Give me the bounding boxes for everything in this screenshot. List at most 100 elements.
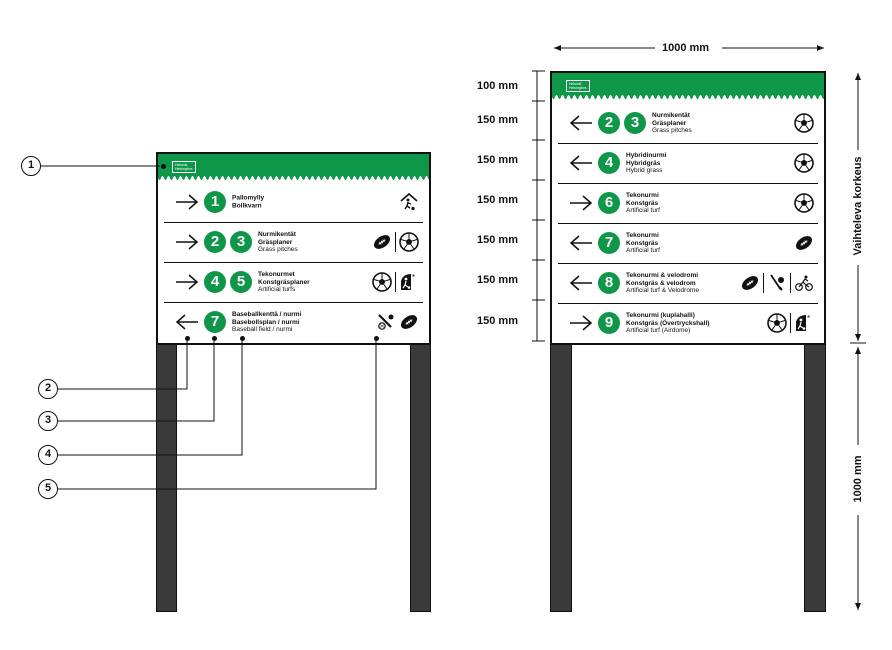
destination-line: Artificial turf bbox=[626, 206, 660, 214]
destination-line: Hybridinurmi bbox=[626, 151, 667, 159]
american-football-icon bbox=[399, 312, 419, 332]
airdome-football-icon: * bbox=[399, 272, 419, 292]
destination-line: Artificial turf bbox=[626, 246, 660, 254]
left-arrow-icon bbox=[569, 275, 592, 291]
destination-number: 7 bbox=[204, 311, 226, 333]
callout-2-dot bbox=[185, 336, 190, 341]
destination-line: Konstgräsplaner bbox=[258, 278, 310, 286]
icon-separator bbox=[763, 273, 764, 293]
row-height-label: 150 mm bbox=[477, 114, 518, 126]
left-arrow-icon bbox=[175, 314, 198, 330]
callout-5-dot bbox=[374, 336, 379, 341]
destination-number: 6 bbox=[598, 192, 620, 214]
destination-line: Tekonurmi bbox=[626, 191, 659, 199]
right-arrow-icon bbox=[176, 274, 199, 290]
destination-line: Tekonurmi & velodromi bbox=[626, 271, 699, 279]
row-height-label: 100 mm bbox=[477, 80, 518, 92]
destination-number: 4 bbox=[204, 271, 226, 293]
wave-edge bbox=[552, 93, 824, 99]
american-football-icon bbox=[740, 273, 760, 293]
icon-separator bbox=[395, 232, 396, 252]
sport-icons bbox=[376, 312, 419, 332]
row-height-label: 150 mm bbox=[477, 154, 518, 166]
right-arrow-icon bbox=[570, 315, 593, 331]
destination-number: 3 bbox=[230, 231, 252, 253]
row-height-label: 150 mm bbox=[477, 194, 518, 206]
destination-line: Basebollsplan / nurmi bbox=[232, 318, 300, 326]
header-band bbox=[552, 73, 824, 99]
row-height-label: 150 mm bbox=[477, 315, 518, 327]
destination-line: Gräsplaner bbox=[258, 238, 293, 246]
american-football-icon bbox=[372, 232, 392, 252]
wave-edge bbox=[158, 174, 429, 180]
width-dimension-label: 1000 mm bbox=[662, 42, 710, 54]
soccer-ball-icon bbox=[399, 232, 419, 252]
header-band bbox=[158, 154, 429, 180]
destination-line: Grass pitches bbox=[652, 126, 692, 134]
hockey-icon bbox=[767, 273, 787, 293]
left-arrow-icon bbox=[569, 235, 592, 251]
sport-icons bbox=[372, 232, 419, 252]
destination-text: Tekonurmi (kuplahalli)Konstgräs (Övertry… bbox=[626, 312, 709, 335]
destination-line: Grass pitches bbox=[258, 245, 298, 253]
destination-line: Konstgräs bbox=[626, 199, 659, 207]
destination-number: 5 bbox=[230, 271, 252, 293]
right-arrow-icon bbox=[176, 234, 199, 250]
soccer-ball-icon bbox=[372, 272, 392, 292]
sport-icons bbox=[794, 113, 814, 133]
callout-2: 2 bbox=[38, 379, 58, 399]
destination-number: 3 bbox=[624, 112, 646, 134]
callout-1: 1 bbox=[21, 156, 41, 176]
left-arrow-icon bbox=[569, 155, 592, 171]
destination-line: Tekonurmet bbox=[258, 270, 295, 278]
destination-line: Konstgräs & velodrom bbox=[626, 279, 696, 287]
sport-icons bbox=[794, 233, 814, 253]
helsinki-logo: Helsinki Helsingfors bbox=[172, 161, 196, 173]
sport-icons bbox=[740, 273, 814, 293]
icon-separator bbox=[790, 313, 791, 333]
destination-number: 1 bbox=[204, 191, 226, 213]
destination-line: Artificial turfs bbox=[258, 285, 296, 293]
soccer-ball-icon bbox=[767, 313, 787, 333]
callout-4: 4 bbox=[38, 445, 58, 465]
callout-4-dot bbox=[240, 336, 245, 341]
svg-text:*: * bbox=[807, 314, 810, 323]
soccer-ball-icon bbox=[794, 113, 814, 133]
destination-number: 2 bbox=[598, 112, 620, 134]
variable-height-label: Vaihteleva korkeus bbox=[852, 156, 864, 256]
destination-number: 8 bbox=[598, 272, 620, 294]
destination-line: Tekonurmi (kuplahalli) bbox=[626, 311, 695, 319]
callout-1-dot bbox=[161, 164, 166, 169]
destination-line: Konstgräs (Övertryckshall) bbox=[626, 319, 710, 327]
right-arrow-icon bbox=[176, 194, 199, 210]
helsinki-logo: Helsinki Helsingfors bbox=[566, 80, 590, 92]
sport-icons: * bbox=[767, 313, 814, 333]
destination-number: 2 bbox=[204, 231, 226, 253]
sport-icons bbox=[399, 192, 419, 212]
destination-line: Gräsplaner bbox=[652, 119, 687, 127]
destination-line: Bollkvarn bbox=[232, 202, 262, 209]
post-height-label: 1000 mm bbox=[852, 455, 864, 503]
destination-line: Baseballkenttä / nurmi bbox=[232, 310, 302, 318]
soccer-ball-icon bbox=[794, 153, 814, 173]
callout-3: 3 bbox=[38, 411, 58, 431]
destination-line: Pallomylly bbox=[232, 194, 265, 202]
soccer-ball-icon bbox=[794, 193, 814, 213]
svg-text:*: * bbox=[412, 273, 415, 282]
sport-icons bbox=[794, 193, 814, 213]
destination-number: 4 bbox=[598, 152, 620, 174]
icon-separator bbox=[790, 273, 791, 293]
destination-line: Hybrid grass bbox=[626, 166, 663, 174]
